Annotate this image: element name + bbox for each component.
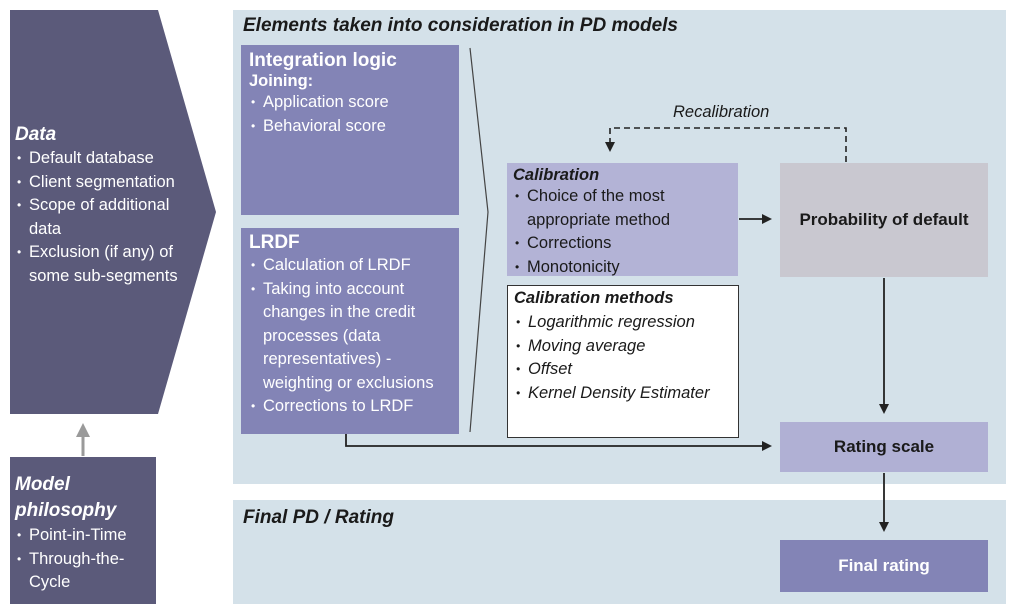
list-item: Application score <box>249 91 451 115</box>
model-box-content: Model philosophy Point-in-Time Through-t… <box>15 472 155 595</box>
list-item: Monotonicity <box>513 256 732 280</box>
model-title: Model philosophy <box>15 474 117 521</box>
lrdf-box: LRDF Calculation of LRDF Taking into acc… <box>241 228 459 434</box>
model-list: Point-in-Time Through-the-Cycle <box>15 524 155 595</box>
final-rating-box: Final rating <box>780 540 988 592</box>
list-item: Choice of the most appropriate method <box>513 185 717 232</box>
calibration-methods-title: Calibration methods <box>514 289 674 307</box>
lrdf-to-rating-arrow <box>345 434 772 451</box>
recalibration-label: Recalibration <box>673 103 770 121</box>
list-item: Client segmentation <box>15 171 210 195</box>
integration-logic-box: Integration logic Joining: Application s… <box>241 45 459 215</box>
integration-title: Integration logic <box>249 50 397 71</box>
probability-of-default-box: Probability of default <box>780 163 988 277</box>
recalibration-arrow <box>605 127 847 162</box>
list-item: Moving average <box>514 335 732 359</box>
calibration-box: Calibration Choice of the most appropria… <box>507 163 738 279</box>
list-item: Kernel Density Estimater <box>514 382 732 406</box>
data-box-content: Data Default database Client segmentatio… <box>15 124 210 288</box>
list-item: Exclusion (if any) of some sub-segments <box>15 241 199 288</box>
final-rating-label: Final rating <box>838 556 930 575</box>
rating-scale-box: Rating scale <box>780 422 988 472</box>
list-item: Behavioral score <box>249 115 451 139</box>
list-item: Scope of additional data <box>15 194 194 241</box>
final-panel-title: Final PD / Rating <box>243 507 394 528</box>
lrdf-title: LRDF <box>249 232 300 253</box>
data-list: Default database Client segmentation Sco… <box>15 147 210 288</box>
calibration-methods-box: Calibration methods Logarithmic regressi… <box>507 285 739 438</box>
integration-subtitle: Joining: <box>249 72 314 90</box>
list-item: Logarithmic regression <box>514 311 732 335</box>
list-item: Corrections to LRDF <box>249 395 451 419</box>
list-item: Taking into account changes in the credi… <box>249 278 458 396</box>
integration-list: Application score Behavioral score <box>249 91 451 138</box>
list-item: Offset <box>514 358 732 382</box>
data-title: Data <box>15 124 57 145</box>
list-item: Calculation of LRDF <box>249 254 451 278</box>
calibration-methods-list: Logarithmic regression Moving average Of… <box>514 311 732 405</box>
list-item: Point-in-Time <box>15 524 155 548</box>
pd-panel-title: Elements taken into consideration in PD … <box>243 15 678 36</box>
lrdf-list: Calculation of LRDF Taking into account … <box>249 254 451 419</box>
calibration-list: Choice of the most appropriate method Co… <box>513 185 732 279</box>
list-item: Default database <box>15 147 210 171</box>
list-item: Through-the-Cycle <box>15 548 139 595</box>
bracket-line <box>469 47 489 433</box>
pod-label: Probability of default <box>799 210 969 229</box>
calibration-title: Calibration <box>513 166 600 184</box>
list-item: Corrections <box>513 232 732 256</box>
rating-scale-label: Rating scale <box>833 437 935 456</box>
